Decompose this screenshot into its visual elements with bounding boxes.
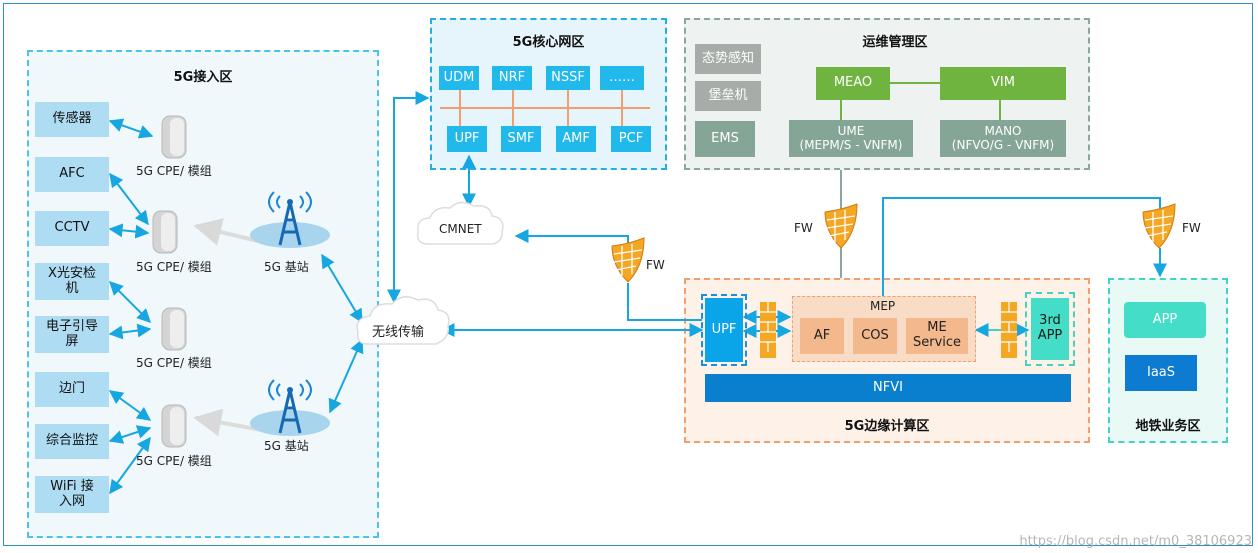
- base-station-label: 5G 基站: [264, 260, 309, 274]
- firewall-label: FW: [1182, 221, 1201, 235]
- ops-ume[interactable]: UME (MEPM/S - VNFM): [789, 120, 913, 157]
- link-gate-cpe4: [108, 390, 152, 421]
- link-cpe2-bs1: [193, 218, 263, 246]
- edge-zone-title: 5G边缘计算区: [844, 419, 930, 434]
- base-station-label: 5G 基站: [264, 439, 309, 453]
- device-cctv[interactable]: CCTV: [35, 211, 109, 246]
- cpe-icon: [152, 210, 178, 254]
- watermark: https://blog.csdn.net/m0_38106923: [1019, 534, 1252, 549]
- edge-nfvi[interactable]: NFVI: [705, 374, 1071, 402]
- link-xray-cpe3: [109, 281, 151, 323]
- firewall-label: FW: [646, 258, 665, 272]
- brick-wall-icon: [1001, 302, 1017, 358]
- base-station-icon: [250, 191, 330, 248]
- ops-situation-awareness[interactable]: 态势感知: [695, 44, 761, 74]
- metro-app[interactable]: APP: [1124, 302, 1206, 338]
- ops-vim[interactable]: VIM: [940, 67, 1066, 100]
- link-wifi-cpe4: [109, 436, 151, 495]
- firewall-label: FW: [794, 221, 813, 235]
- link-mep-fw: [882, 197, 1161, 296]
- firewall-icon: [824, 203, 858, 249]
- core-nf-upf[interactable]: UPF: [447, 126, 487, 152]
- link-upf-fw: [627, 283, 702, 321]
- cpe-icon: [161, 307, 187, 351]
- core-nf-nrf[interactable]: NRF: [492, 66, 532, 90]
- firewall-icon: [1142, 203, 1176, 249]
- link-cpe4-bs2: [193, 408, 263, 437]
- ops-zone-title: 运维管理区: [862, 35, 928, 50]
- wireless-cloud-icon: [356, 296, 450, 345]
- cpe-label: 5G CPE/ 模组: [136, 260, 212, 274]
- wireless-label: 无线传输: [372, 325, 425, 340]
- device-sensor[interactable]: 传感器: [35, 102, 109, 137]
- device-wifi-access[interactable]: WiFi 接 入网: [35, 476, 109, 513]
- ops-meao[interactable]: MEAO: [816, 67, 890, 100]
- cpe-icon: [161, 404, 187, 448]
- edge-3rd-app[interactable]: 3rd APP: [1031, 298, 1069, 360]
- link-bs2-wireless: [328, 338, 364, 414]
- device-integrated-monitor[interactable]: 综合监控: [35, 424, 109, 459]
- core-nf-more[interactable]: ……: [600, 66, 644, 90]
- core-nf-smf[interactable]: SMF: [501, 126, 541, 152]
- core-nf-amf[interactable]: AMF: [556, 126, 596, 152]
- core-nf-udm[interactable]: UDM: [439, 66, 479, 90]
- metro-iaas[interactable]: IaaS: [1125, 355, 1197, 391]
- edge-af[interactable]: AF: [800, 318, 844, 354]
- core-nf-pcf[interactable]: PCF: [611, 126, 651, 152]
- cpe-label: 5G CPE/ 模组: [136, 454, 212, 468]
- cpe-icon: [161, 115, 187, 159]
- cpe-label: 5G CPE/ 模组: [136, 356, 212, 370]
- link-sensor-cpe1: [108, 118, 154, 139]
- edge-upf-frame: [701, 294, 747, 366]
- core-zone-title: 5G核心网区: [512, 35, 585, 50]
- link-afc-cpe2: [109, 172, 149, 226]
- edge-mep-label: MEP: [870, 299, 896, 313]
- device-guide-screen[interactable]: 电子引导 屏: [35, 316, 109, 353]
- link-bs1-wireless: [321, 253, 363, 324]
- cpe-label: 5G CPE/ 模组: [136, 164, 212, 178]
- device-side-gate[interactable]: 边门: [35, 372, 109, 407]
- link-screen-cpe3: [108, 323, 152, 340]
- metro-zone-title: 地铁业务区: [1135, 419, 1201, 434]
- ops-ems[interactable]: EMS: [695, 121, 755, 157]
- firewall-icon: [611, 237, 645, 283]
- brick-wall-icon: [760, 302, 776, 358]
- link-wireless-core: [387, 91, 430, 304]
- ops-bastion-host[interactable]: 堡垒机: [695, 81, 761, 111]
- edge-3rdapp-frame: [1025, 292, 1075, 366]
- cmnet-label: CMNET: [439, 222, 482, 236]
- core-service-bus: [440, 90, 650, 126]
- device-afc[interactable]: AFC: [35, 157, 109, 192]
- access-zone-title: 5G接入区: [173, 70, 233, 85]
- edge-cos[interactable]: COS: [853, 318, 897, 354]
- edge-upf[interactable]: UPF: [705, 298, 743, 362]
- ops-mano[interactable]: MANO (NFVO/G - VNFM): [940, 120, 1066, 157]
- edge-me-service[interactable]: ME Service: [906, 318, 968, 354]
- device-xray[interactable]: X光安检 机: [35, 263, 109, 300]
- core-nf-nssf[interactable]: NSSF: [546, 66, 590, 90]
- outer-frame: [3, 3, 1253, 546]
- link-cctv-cpe2: [108, 223, 150, 239]
- cmnet-cloud-icon: [416, 201, 504, 245]
- base-station-icon: [250, 379, 330, 436]
